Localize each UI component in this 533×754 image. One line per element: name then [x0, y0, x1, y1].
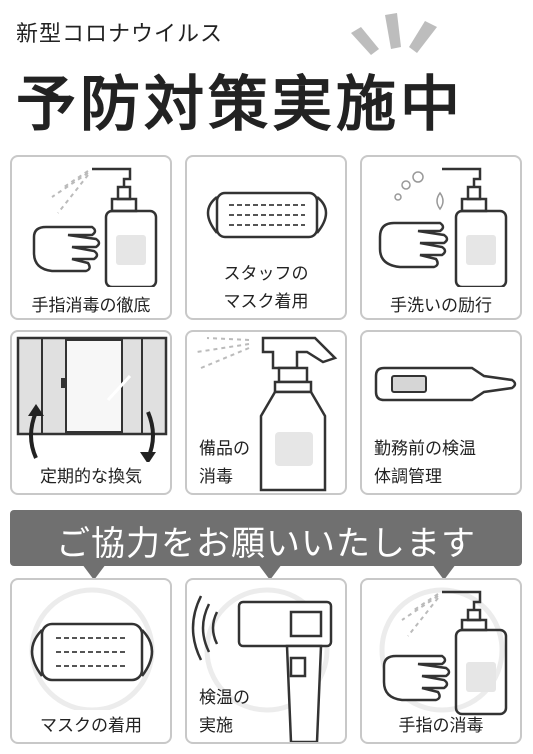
card-health-label-2: 体調管理	[374, 467, 442, 487]
request-banner-text: ご協力をお願いいたします	[56, 524, 476, 564]
mask-icon	[29, 587, 155, 710]
mask-icon	[206, 191, 328, 239]
card-health-label-1: 勤務前の検温	[374, 439, 476, 459]
card-staff-mask-label-1: スタッフの	[223, 264, 309, 284]
card-hand-sanitize: 手指消毒の徹底	[10, 155, 172, 320]
request-mask-label: マスクの着用	[40, 716, 142, 736]
sanitizer-bottle-icon	[32, 167, 158, 287]
banner-pointer	[258, 564, 282, 580]
sanitizer-bottle-icon	[379, 587, 508, 716]
request-mask: マスクの着用	[10, 578, 172, 744]
spray-bottle-icon	[196, 336, 338, 492]
page-title: 予防対策実施中	[16, 70, 464, 140]
card-ventilation-label: 定期的な換気	[40, 467, 142, 487]
card-hand-sanitize-label: 手指消毒の徹底	[31, 296, 151, 316]
banner-pointer	[82, 564, 106, 580]
request-temp-label-2: 実施	[199, 716, 233, 736]
handwash-bottle-icon	[378, 167, 508, 287]
card-hand-wash-label: 手洗いの励行	[390, 296, 492, 316]
window-icon	[16, 336, 168, 462]
card-equipment-label-1: 備品の	[199, 439, 250, 459]
card-hand-wash: 手洗いの励行	[360, 155, 522, 320]
request-banner: ご協力をお願いいたします	[10, 510, 522, 566]
request-hand-sanitize: 手指の消毒	[360, 578, 522, 744]
card-staff-mask-label-2: マスク着用	[223, 292, 309, 312]
thermometer-gun-icon	[191, 587, 333, 742]
card-equipment-label-2: 消毒	[199, 467, 233, 487]
card-ventilation: 定期的な換気	[10, 330, 172, 495]
request-hand-label: 手指の消毒	[398, 716, 484, 736]
card-staff-mask: スタッフの マスク着用	[185, 155, 347, 320]
request-temperature: 検温の 実施	[185, 578, 347, 744]
thermometer-icon	[374, 366, 517, 402]
request-temp-label-1: 検温の	[199, 688, 250, 708]
banner-pointer	[432, 564, 456, 580]
subtitle: 新型コロナウイルス	[16, 22, 224, 47]
card-equipment-disinfect: 備品の 消毒	[185, 330, 347, 495]
emphasis-rays-icon	[351, 13, 437, 55]
card-health-check: 勤務前の検温 体調管理	[360, 330, 522, 495]
